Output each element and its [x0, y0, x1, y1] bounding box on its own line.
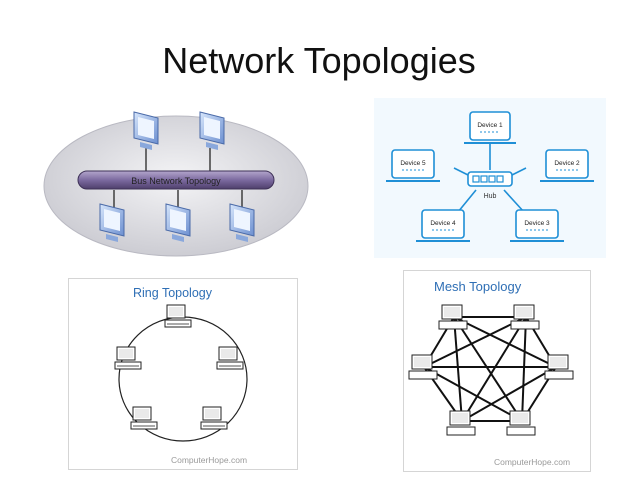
hub-label: Hub [484, 193, 497, 200]
laptop-icon [540, 149, 594, 182]
computer-icon [165, 203, 191, 242]
computer-icon [446, 410, 476, 436]
bus-topology-diagram: Bus Network Topology [38, 100, 318, 260]
ring-credit: ComputerHope.com [171, 455, 247, 465]
computer-icon [99, 203, 125, 242]
laptop-icon [386, 149, 440, 182]
device-2-label: Device 2 [554, 160, 580, 167]
mesh-title: Mesh Topology [434, 279, 522, 294]
device-1-label: Device 1 [477, 122, 503, 129]
mesh-links [423, 316, 557, 422]
computer-icon [408, 354, 438, 380]
device-5-label: Device 5 [400, 160, 426, 167]
ring-topology-diagram: Ring Topology [68, 278, 298, 470]
bus-label: Bus Network Topology [131, 176, 221, 186]
device-4-label: Device 4 [430, 220, 456, 227]
device-3-label: Device 3 [524, 220, 550, 227]
computer-icon [438, 304, 468, 330]
computer-icon [216, 346, 244, 370]
laptop-icon [416, 209, 470, 242]
computer-icon [544, 354, 574, 380]
mesh-topology-diagram: Mesh Topology [403, 270, 591, 472]
star-topology-diagram: Hub Device 1 Device 5 Device 2 Devic [374, 98, 606, 258]
computer-icon [506, 410, 536, 436]
ring-title: Ring Topology [133, 286, 213, 300]
computer-icon [133, 111, 159, 150]
mesh-credit: ComputerHope.com [494, 457, 570, 467]
laptop-icon [510, 209, 564, 242]
computer-icon [199, 111, 225, 150]
computer-icon [510, 304, 540, 330]
slide-title: Network Topologies [162, 40, 476, 81]
computer-icon [130, 406, 158, 430]
computer-icon [164, 304, 192, 328]
bus-cable [77, 170, 275, 190]
computer-icon [114, 346, 142, 370]
hub-icon [467, 171, 513, 187]
computer-icon [200, 406, 228, 430]
computer-icon [229, 203, 255, 242]
laptop-icon [464, 111, 516, 144]
